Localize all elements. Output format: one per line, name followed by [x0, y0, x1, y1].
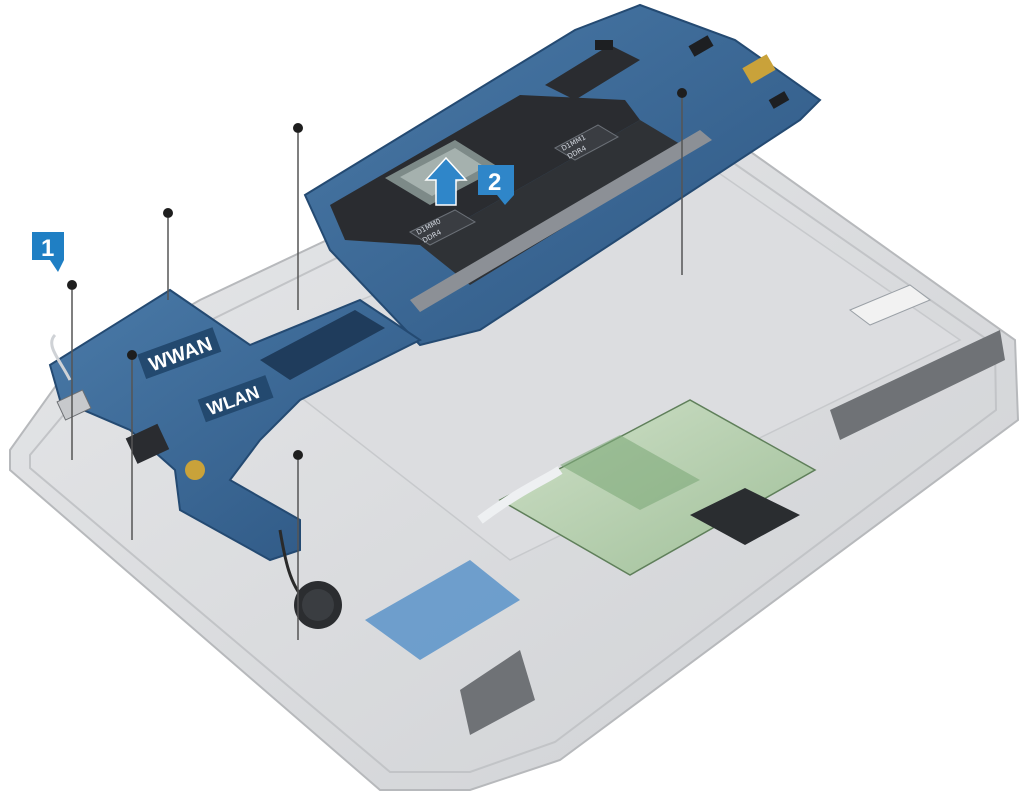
left-speaker: [460, 650, 535, 735]
touchpad: [477, 399, 817, 576]
right-speaker: [830, 330, 1005, 440]
step-number-1: 1: [41, 235, 54, 262]
step-badge-2: 2: [478, 165, 514, 205]
step-number-2: 2: [488, 169, 501, 196]
screw-icon: [293, 123, 303, 310]
memory-bracket: [410, 130, 712, 312]
memory-label-left: [408, 209, 477, 246]
screw-icon: [127, 350, 137, 540]
screw-icon: [163, 208, 173, 300]
blue-tape: [365, 560, 520, 660]
screws: [67, 88, 687, 640]
touchpad-cable: [477, 466, 563, 524]
touchpad-connector: [690, 488, 800, 545]
screw-icon: [677, 88, 687, 275]
memory-shield: [420, 120, 690, 285]
palmrest-chassis: [9, 129, 1020, 791]
step-badge-1: 1: [32, 232, 64, 272]
usb-c-port: [688, 35, 714, 57]
usb-port: [56, 389, 92, 421]
antenna-cable: [50, 333, 72, 381]
up-arrow-icon: [424, 156, 468, 206]
screw-icon: [293, 450, 303, 640]
dc-in-port: [742, 54, 776, 84]
screw-icon: [67, 280, 77, 460]
sim-card-slot: [125, 423, 170, 464]
audio-jack: [185, 460, 205, 480]
memory-label-right: [553, 124, 620, 161]
io-board: WWAN WLAN: [48, 288, 422, 629]
service-label: [849, 284, 931, 326]
